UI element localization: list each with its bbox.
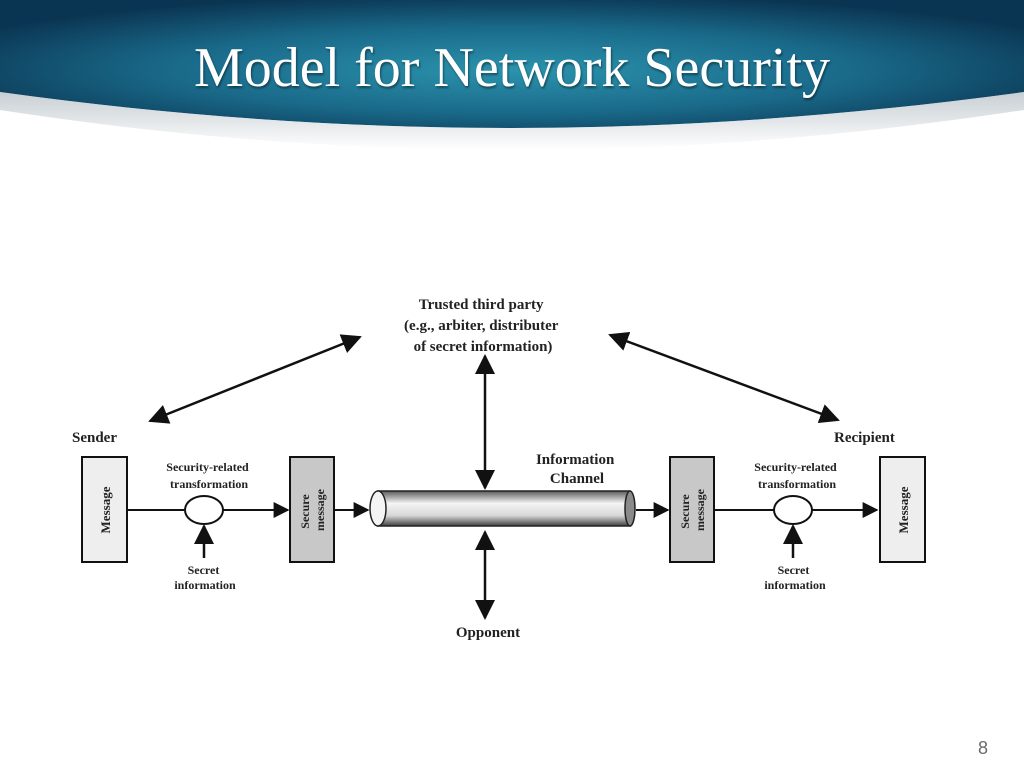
recipient-transform-circle xyxy=(773,495,813,525)
sender-label: Sender xyxy=(72,430,117,446)
sender-message-text: Message xyxy=(98,486,113,533)
recipient-secure-message-text: Secure message xyxy=(678,488,707,531)
channel-label: Information Channel xyxy=(536,452,618,487)
recipient-message-box xyxy=(879,456,926,563)
sender-transform-circle xyxy=(184,495,224,525)
channel-pipe-end-right xyxy=(624,490,636,527)
trusted-party-label: Trusted third party (e.g., arbiter, dist… xyxy=(404,297,562,355)
recipient-label: Recipient xyxy=(834,430,895,446)
sender-trusted-arrow xyxy=(148,334,362,424)
sender-secure-message-box xyxy=(289,456,335,563)
sender-secret-label: Secret information xyxy=(174,563,236,592)
recipient-transform-label: Security-related transformation xyxy=(754,460,839,491)
recipient-secret-label: Secret information xyxy=(764,563,826,592)
recipient-message-text: Message xyxy=(896,486,911,533)
slide-title: Model for Network Security xyxy=(193,37,831,99)
sender-transform-label: Security-related transformation xyxy=(166,460,251,491)
channel-pipe-end-left xyxy=(369,490,387,527)
opponent-label: Opponent xyxy=(456,625,520,641)
recipient-trusted-arrow xyxy=(608,331,840,424)
slide-number: 8 xyxy=(977,738,988,758)
information-channel-pipe xyxy=(377,490,631,527)
title-banner xyxy=(0,0,1024,150)
recipient-secure-message-box xyxy=(669,456,715,563)
sender-secure-message-text: Secure message xyxy=(298,488,327,531)
